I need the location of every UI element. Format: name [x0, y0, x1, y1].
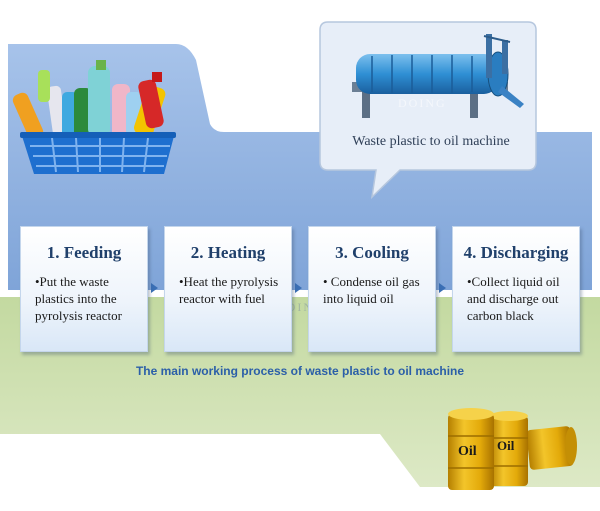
- step-description: •Collect liquid oil and discharge out ca…: [467, 274, 560, 323]
- step-title: 2. Heating: [190, 243, 266, 262]
- step-card-discharging: 4. Discharging •Collect liquid oil and d…: [452, 226, 580, 352]
- oil-drums-illustration: [448, 408, 577, 490]
- step-title: 4. Discharging: [463, 243, 569, 262]
- plastic-basket-illustration: [12, 60, 176, 174]
- watermark: DOING: [398, 96, 447, 110]
- drum-label: Oil: [497, 438, 515, 453]
- step-title: 1. Feeding: [46, 243, 122, 262]
- machine-label: Waste plastic to oil machine: [352, 134, 510, 149]
- drum-label: Oil: [458, 444, 477, 459]
- step-card-heating: 2. Heating •Heat the pyrolysis reactor w…: [164, 226, 292, 352]
- step-description: •Put the waste plastics into the pyrolys…: [35, 274, 123, 323]
- step-card-cooling: 3. Cooling • Condense oil gas into liqui…: [308, 226, 436, 352]
- step-card-feeding: 1. Feeding •Put the waste plastics into …: [20, 226, 148, 352]
- flow-arrows: [151, 283, 446, 293]
- step-title: 3. Cooling: [335, 243, 409, 262]
- pyrolysis-machine-illustration: [352, 34, 524, 118]
- step-description: •Heat the pyrolysis reactor with fuel: [179, 274, 279, 306]
- diagram-caption: The main working process of waste plasti…: [135, 364, 465, 378]
- step-description: • Condense oil gas into liquid oil: [323, 274, 420, 306]
